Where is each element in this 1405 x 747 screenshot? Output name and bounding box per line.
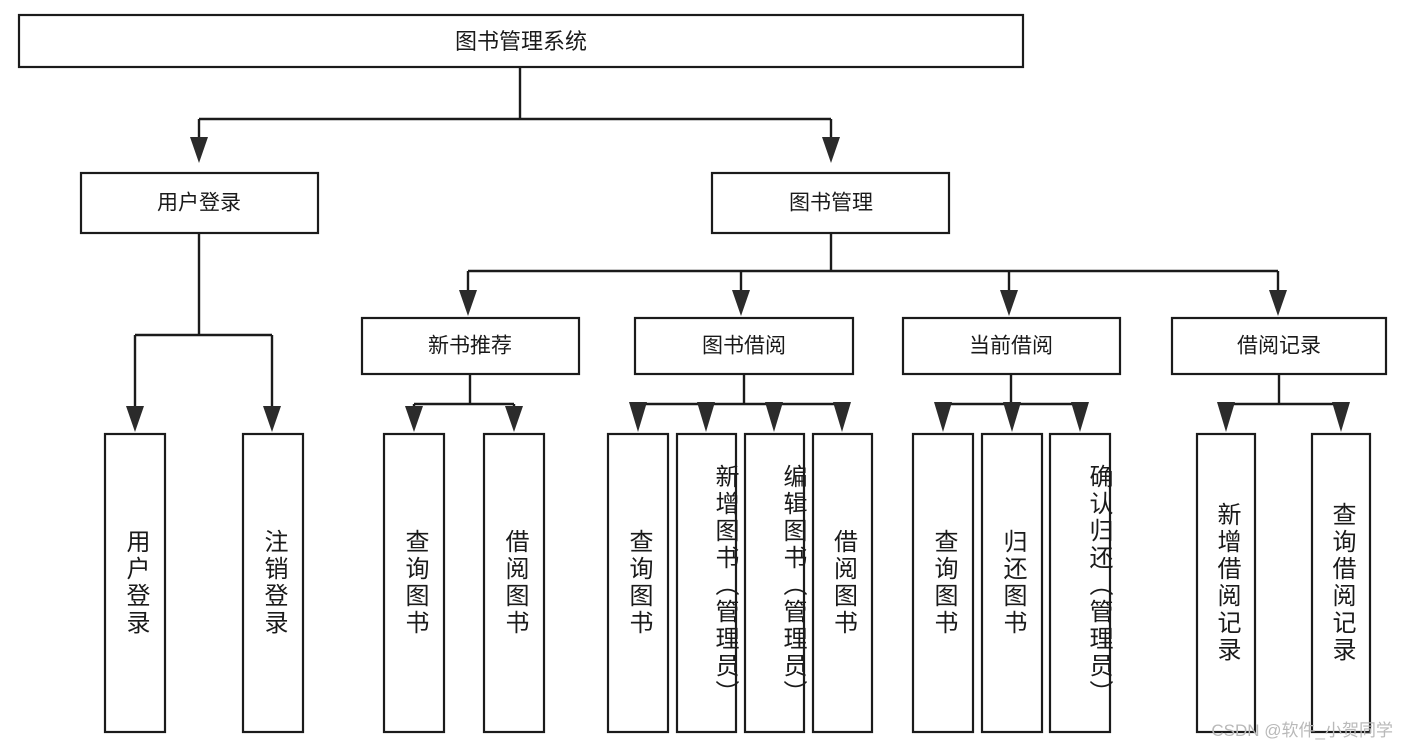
arrow-head-leaf-edit-book [765,402,783,432]
node-user-login-label: 用户登录 [157,192,241,215]
arrow-head-user-login [190,137,208,163]
arrow-head-book-borrow [732,290,750,316]
arrow-head-leaf-add-book [697,402,715,432]
leaf-box-edit-book[interactable] [743,432,806,734]
node-current-borrow-box[interactable] [901,316,1122,376]
node-book-management-label: 图书管理 [789,192,873,215]
arrow-head-leaf-query-book-3 [934,402,952,432]
arrow-head-leaf-logout-login [263,406,281,432]
leaf-box-return-book[interactable] [980,432,1044,734]
connector-layer [126,67,1350,432]
node-current-borrow[interactable]: 当前借阅 [901,316,1122,376]
arrow-head-leaf-confirm-return [1071,402,1089,432]
leaf-box-user-login[interactable] [103,432,167,734]
arrow-head-leaf-borrow-book-1 [505,406,523,432]
arrow-head-leaf-return-book [1003,402,1021,432]
leaf-box-query-book-1[interactable] [382,432,446,734]
node-borrow-record[interactable]: 借阅记录 [1170,316,1388,376]
leaf-box-logout-login[interactable] [241,432,305,734]
node-book-borrow-box[interactable] [633,316,855,376]
node-borrow-record-label: 借阅记录 [1237,335,1321,358]
node-root[interactable]: 图书管理系统 [17,13,1025,69]
node-borrow-record-box[interactable] [1170,316,1388,376]
leaf-box-query-record[interactable] [1310,432,1372,734]
leaf-box-query-book-3[interactable] [911,432,975,734]
node-book-borrow[interactable]: 图书借阅 [633,316,855,376]
node-root-label: 图书管理系统 [455,29,587,54]
node-new-book-recommend[interactable]: 新书推荐 [360,316,581,376]
arrow-head-leaf-add-record [1217,402,1235,432]
leaf-box-borrow-book-2[interactable] [811,432,874,734]
node-book-borrow-label: 图书借阅 [702,335,786,358]
node-user-login-box[interactable] [79,171,320,235]
node-new-book-recommend-label: 新书推荐 [428,335,512,358]
leaf-box-borrow-book-1[interactable] [482,432,546,734]
node-book-management-box[interactable] [710,171,951,235]
arrow-head-current-borrow [1000,290,1018,316]
arrow-head-leaf-query-record [1332,402,1350,432]
arrow-head-book-management [822,137,840,163]
arrow-head-leaf-borrow-book-2 [833,402,851,432]
leaf-box-query-book-2[interactable] [606,432,670,734]
leaf-box-add-record[interactable] [1195,432,1257,734]
leaf-box-confirm-return[interactable] [1048,432,1112,734]
node-user-login[interactable]: 用户登录 [79,171,320,235]
node-root-box[interactable] [17,13,1025,69]
arrow-head-new-book-recommend [459,290,477,316]
node-new-book-recommend-box[interactable] [360,316,581,376]
arrow-head-borrow-record [1269,290,1287,316]
watermark-text: CSDN @软件_小贺同学 [1211,721,1393,740]
node-book-management[interactable]: 图书管理 [710,171,951,235]
arrow-head-leaf-user-login [126,406,144,432]
arrow-head-leaf-query-book-2 [629,402,647,432]
leaf-box-add-book[interactable] [675,432,738,734]
arrow-head-leaf-query-book-1 [405,406,423,432]
node-current-borrow-label: 当前借阅 [969,335,1053,358]
